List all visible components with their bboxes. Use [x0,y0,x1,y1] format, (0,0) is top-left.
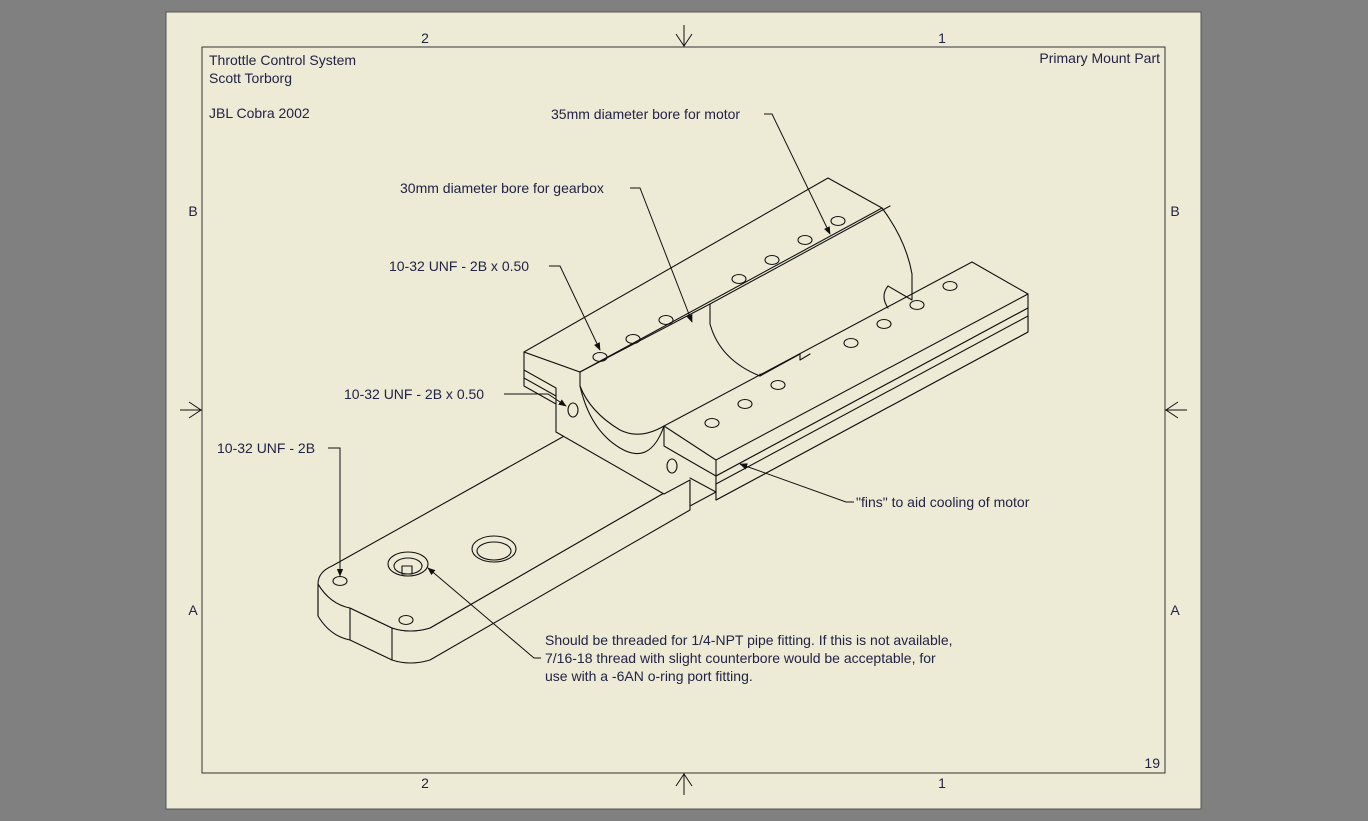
fitting-note-line-3: use with a -6AN o-ring port fitting. [545,668,753,684]
paper-sheet [165,11,1202,810]
fitting-note-line-1: Should be threaded for 1/4-NPT pipe fitt… [545,632,953,648]
project-title: Throttle Control System [209,52,356,68]
fitting-note-line-2: 7/16-18 thread with slight counterbore w… [545,650,936,666]
author-name: Scott Torborg [209,70,292,86]
zone-row-left-b: B [188,203,197,219]
callout-motor-bore: 35mm diameter bore for motor [551,106,740,122]
callout-thread-base: 10-32 UNF - 2B [217,440,315,456]
part-name: Primary Mount Part [1039,50,1160,66]
zone-col-top-left: 2 [421,30,429,46]
vehicle-label: JBL Cobra 2002 [209,105,310,121]
centering-marks [180,25,1187,795]
callout-fins: "fins" to aid cooling of motor [856,494,1030,510]
callout-thread-top: 10-32 UNF - 2B x 0.50 [389,258,529,274]
page-number: 19 [1144,755,1160,771]
zone-col-top-right: 1 [938,30,946,46]
zone-col-bottom-left: 2 [421,775,429,791]
zone-row-left-a: A [188,602,198,618]
zone-row-right-b: B [1170,203,1179,219]
leader-lines [328,113,854,659]
mount-part-drawing [317,177,1029,664]
callout-gearbox-bore: 30mm diameter bore for gearbox [400,180,604,196]
zone-row-right-a: A [1170,602,1180,618]
callout-thread-side: 10-32 UNF - 2B x 0.50 [344,386,484,402]
zone-col-bottom-right: 1 [938,775,946,791]
